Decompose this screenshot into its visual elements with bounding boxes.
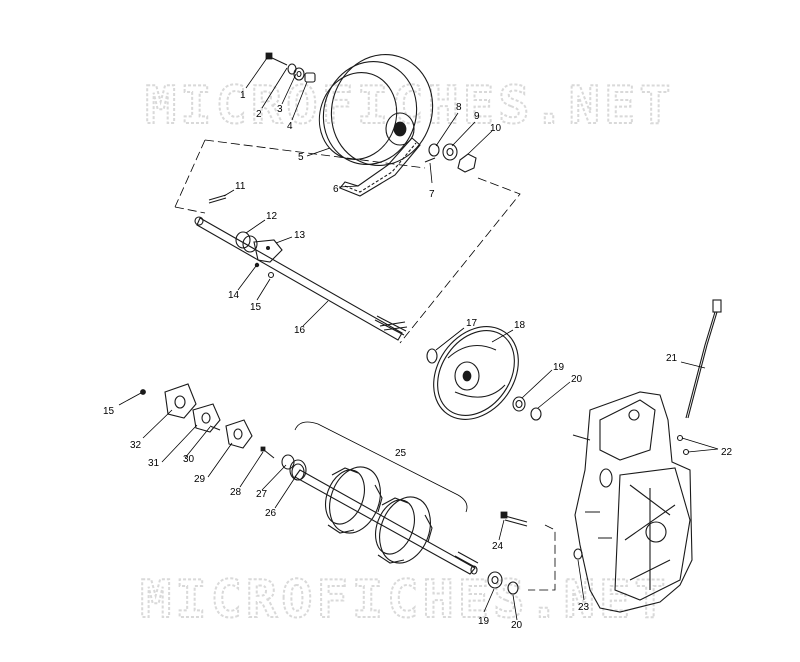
callout-5: 5	[298, 152, 304, 163]
lower-bearing	[487, 571, 519, 595]
watermark-bottom: MICROFICHES.NET	[140, 570, 670, 630]
callout-23: 23	[578, 602, 590, 613]
chaincase-housing	[572, 391, 693, 613]
callout-10: 10	[490, 123, 502, 134]
callout-11: 11	[235, 181, 246, 192]
callout-32: 32	[130, 440, 142, 451]
bracket-25	[294, 421, 468, 513]
callout-13: 13	[294, 230, 306, 241]
callout-30: 30	[183, 454, 195, 465]
callout-8: 8	[456, 102, 462, 113]
bearing-flanges	[140, 383, 275, 459]
callout-1: 1	[240, 90, 246, 101]
callout-27: 27	[256, 489, 268, 500]
track-driveshaft	[281, 454, 479, 575]
jackshaft	[194, 216, 408, 341]
callout-15: 15	[250, 302, 262, 313]
callout-3: 3	[277, 104, 283, 115]
callout-6: 6	[333, 184, 339, 195]
callout-21: 21	[666, 353, 678, 364]
callout-31: 31	[148, 458, 160, 469]
callout-14: 14	[228, 290, 240, 301]
roll-pin	[208, 194, 227, 204]
bolt-and-washers	[265, 52, 316, 83]
callout-19-lower: 19	[478, 616, 490, 627]
callout-25: 25	[395, 448, 407, 459]
housing-bolt	[500, 511, 583, 560]
drive-chain	[339, 137, 421, 197]
upper-bearing	[512, 396, 542, 421]
brake-disc	[426, 326, 519, 420]
callout-7: 7	[429, 189, 435, 200]
callout-4: 4	[287, 121, 293, 132]
callout-22: 22	[721, 447, 733, 458]
callout-12: 12	[266, 211, 278, 222]
callout-19: 19	[553, 362, 565, 373]
drive-sheave	[318, 53, 434, 167]
bearing-parts-7-10	[424, 143, 477, 173]
dipstick	[685, 299, 722, 419]
callout-17: 17	[466, 318, 478, 329]
callout-labels: 1 2 3 4 5 6 7 8 9 10 11 12 13 14 15 16 1…	[103, 90, 733, 631]
callout-18: 18	[514, 320, 526, 331]
callout-15-lower: 15	[103, 406, 115, 417]
watermark-top: MICROFICHES.NET	[145, 76, 675, 136]
assembly-boundary-lines	[174, 139, 556, 591]
callout-16: 16	[294, 325, 306, 336]
callout-29: 29	[194, 474, 206, 485]
callout-28: 28	[230, 487, 242, 498]
callout-2: 2	[256, 109, 262, 120]
callout-24: 24	[492, 541, 504, 552]
callout-20-lower: 20	[511, 620, 523, 631]
callout-9: 9	[474, 111, 480, 122]
callout-26: 26	[265, 508, 277, 519]
callout-20: 20	[571, 374, 583, 385]
leader-lines	[118, 57, 719, 621]
